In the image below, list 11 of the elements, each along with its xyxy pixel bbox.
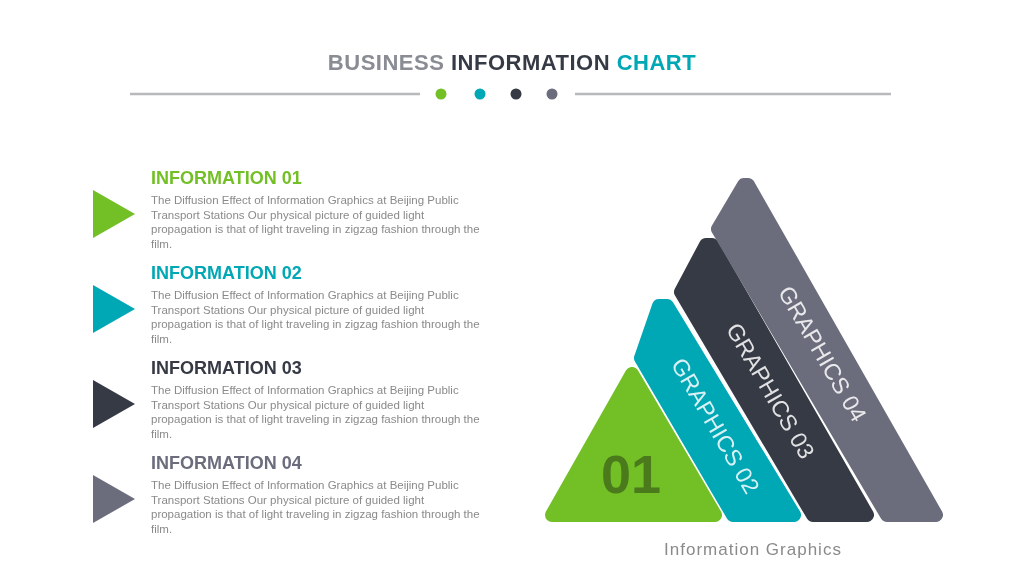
caption-text: Information Graphics	[663, 540, 843, 560]
chart-title: BUSINESS INFORMATION CHART	[326, 50, 698, 76]
description-text: The Diffusion Effect of Information Graphics at Beijing Public Transport Stations Our physical picture of guided light propagation is that of light traveling in zigzag fashion through the film.	[151, 478, 481, 537]
section-heading: INFORMATION 04	[151, 453, 303, 474]
description-text: The Diffusion Effect of Information Graphics at Beijing Public Transport Stations Our physical picture of guided light propagation is that of light traveling in zigzag fashion through the film.	[151, 288, 481, 347]
section-heading: INFORMATION 01	[151, 168, 303, 189]
section-heading: INFORMATION 02	[151, 263, 303, 284]
description-text: The Diffusion Effect of Information Graphics at Beijing Public Transport Stations Our physical picture of guided light propagation is that of light traveling in zigzag fashion through the film.	[151, 193, 481, 252]
step-number: 01	[600, 443, 662, 505]
description-text: The Diffusion Effect of Information Graphics at Beijing Public Transport Stations Our physical picture of guided light propagation is that of light traveling in zigzag fashion through the film.	[151, 383, 481, 442]
section-heading: INFORMATION 03	[151, 358, 303, 379]
